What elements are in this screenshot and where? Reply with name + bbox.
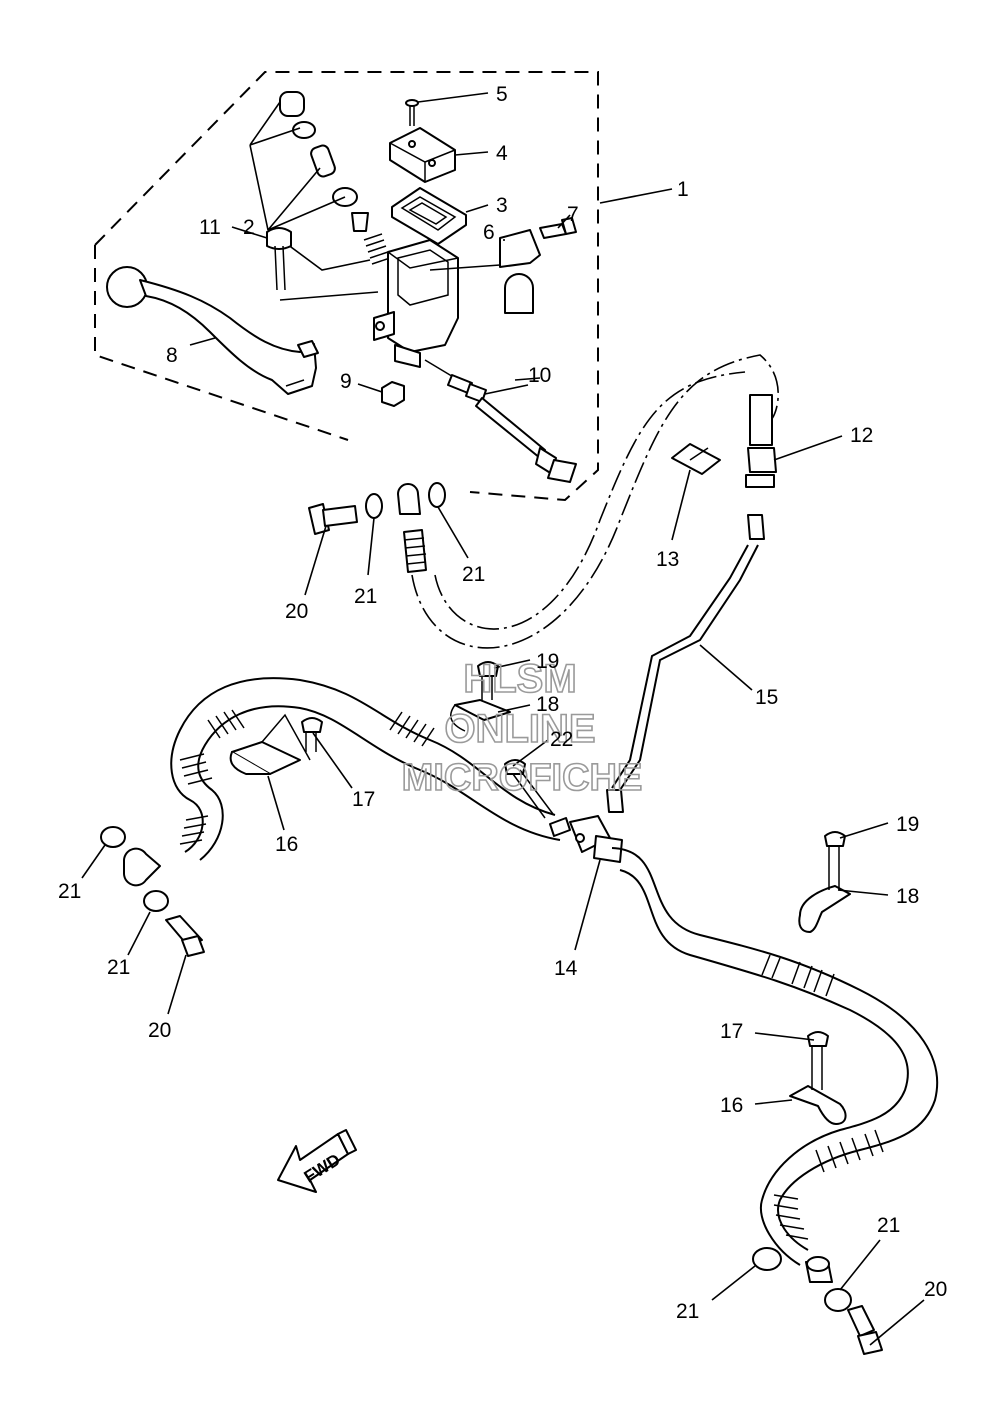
- callout-14: 14: [554, 957, 578, 980]
- piston-kit-part[interactable]: [249, 91, 391, 271]
- watermark-line-1: HLSM: [463, 657, 576, 701]
- callout-15: 15: [755, 686, 778, 709]
- callout-13: 13: [656, 548, 679, 571]
- callout-21a: 21: [354, 585, 377, 608]
- callout-labels: 1 2 3 4 5 6 7 8 9 10 11 12 13 14 15 16 1…: [58, 83, 947, 1323]
- callout-9: 9: [340, 370, 352, 393]
- callout-3: 3: [496, 194, 508, 217]
- callout-18b: 18: [896, 885, 919, 908]
- hose-bracket-part[interactable]: [671, 443, 721, 475]
- brake-hose-upper-inner: [434, 371, 746, 630]
- callout-6: 6: [483, 221, 495, 244]
- watermark-line-2: ONLINE: [444, 707, 595, 751]
- banjo-fitting-right[interactable]: [805, 1256, 833, 1283]
- callout-21e: 21: [676, 1300, 699, 1323]
- callout-19a: 19: [536, 650, 559, 673]
- master-cylinder-body[interactable]: [373, 239, 459, 368]
- callout-21f: 21: [877, 1214, 900, 1237]
- diaphragm-part[interactable]: [391, 187, 467, 245]
- callout-17a: 17: [352, 788, 375, 811]
- fwd-direction-arrow: FWD: [277, 1129, 357, 1193]
- callout-21d: 21: [107, 956, 130, 979]
- lever-pivot-bolt-part[interactable]: [266, 227, 292, 291]
- banjo-fitting-left[interactable]: [123, 847, 161, 887]
- crush-washer-left-1[interactable]: [100, 826, 126, 848]
- callout-22: 22: [550, 728, 573, 751]
- callout-18a: 18: [536, 693, 559, 716]
- banjo-bolt-right[interactable]: [847, 1305, 883, 1355]
- callout-20b: 20: [148, 1019, 171, 1042]
- reservoir-screw-part[interactable]: [405, 99, 419, 126]
- callout-19b: 19: [896, 813, 919, 836]
- callout-7: 7: [567, 203, 579, 226]
- callout-2: 2: [243, 216, 255, 239]
- crush-washer-right-1[interactable]: [752, 1247, 782, 1271]
- hose-clamp-right[interactable]: [789, 1085, 847, 1125]
- callout-20c: 20: [924, 1278, 947, 1301]
- watermark: HLSM ONLINE MICROFICHE: [401, 656, 643, 800]
- handlebar-clamp-part[interactable]: [499, 229, 541, 314]
- hose-holder-bolt-right[interactable]: [824, 831, 846, 890]
- three-way-joint-part[interactable]: [549, 815, 623, 863]
- banjo-fitting-top[interactable]: [397, 483, 427, 573]
- hose-holder-center[interactable]: [450, 699, 511, 732]
- joint-bolt-part[interactable]: [504, 759, 554, 819]
- brake-lever-part[interactable]: [106, 266, 319, 395]
- brake-hose-upper: [411, 354, 779, 649]
- callout-12: 12: [850, 424, 873, 447]
- callout-21b: 21: [462, 563, 485, 586]
- callout-4: 4: [496, 142, 508, 165]
- callout-16a: 16: [275, 833, 298, 856]
- hose-clamp-bolt-left[interactable]: [301, 717, 323, 752]
- hose-holder-bolt-center[interactable]: [477, 661, 499, 700]
- callout-8: 8: [166, 344, 178, 367]
- banjo-bolt-left[interactable]: [165, 915, 205, 957]
- callout-17b: 17: [720, 1020, 743, 1043]
- leader-lines: [81, 92, 925, 1346]
- callout-21c: 21: [58, 880, 81, 903]
- hose-union-part[interactable]: [745, 394, 777, 488]
- callout-10: 10: [528, 364, 551, 387]
- reservoir-cap-part[interactable]: [389, 127, 456, 183]
- hose-clamp-left[interactable]: [229, 713, 311, 775]
- crush-washer-top-left[interactable]: [365, 493, 383, 519]
- brake-switch-part[interactable]: [424, 359, 577, 483]
- banjo-bolt-top[interactable]: [308, 503, 358, 535]
- watermark-line-3: MICROFICHE: [402, 757, 643, 799]
- crush-washer-left-2[interactable]: [143, 890, 169, 912]
- assembly-boundary: [94, 71, 599, 502]
- callout-11: 11: [199, 216, 221, 239]
- hose-holder-right[interactable]: [798, 885, 851, 933]
- callout-5: 5: [496, 83, 508, 106]
- brake-hose-right: [611, 847, 939, 1266]
- brake-pipe-part[interactable]: [606, 514, 765, 813]
- callout-1: 1: [677, 178, 689, 201]
- callout-16b: 16: [720, 1094, 743, 1117]
- brake-hose-left: [170, 677, 561, 861]
- hose-clamp-bolt-right[interactable]: [807, 1031, 829, 1090]
- crush-washer-right-2[interactable]: [824, 1288, 852, 1312]
- crush-washer-top-right[interactable]: [428, 482, 446, 508]
- callout-20a: 20: [285, 600, 308, 623]
- lever-nut-part[interactable]: [381, 381, 405, 407]
